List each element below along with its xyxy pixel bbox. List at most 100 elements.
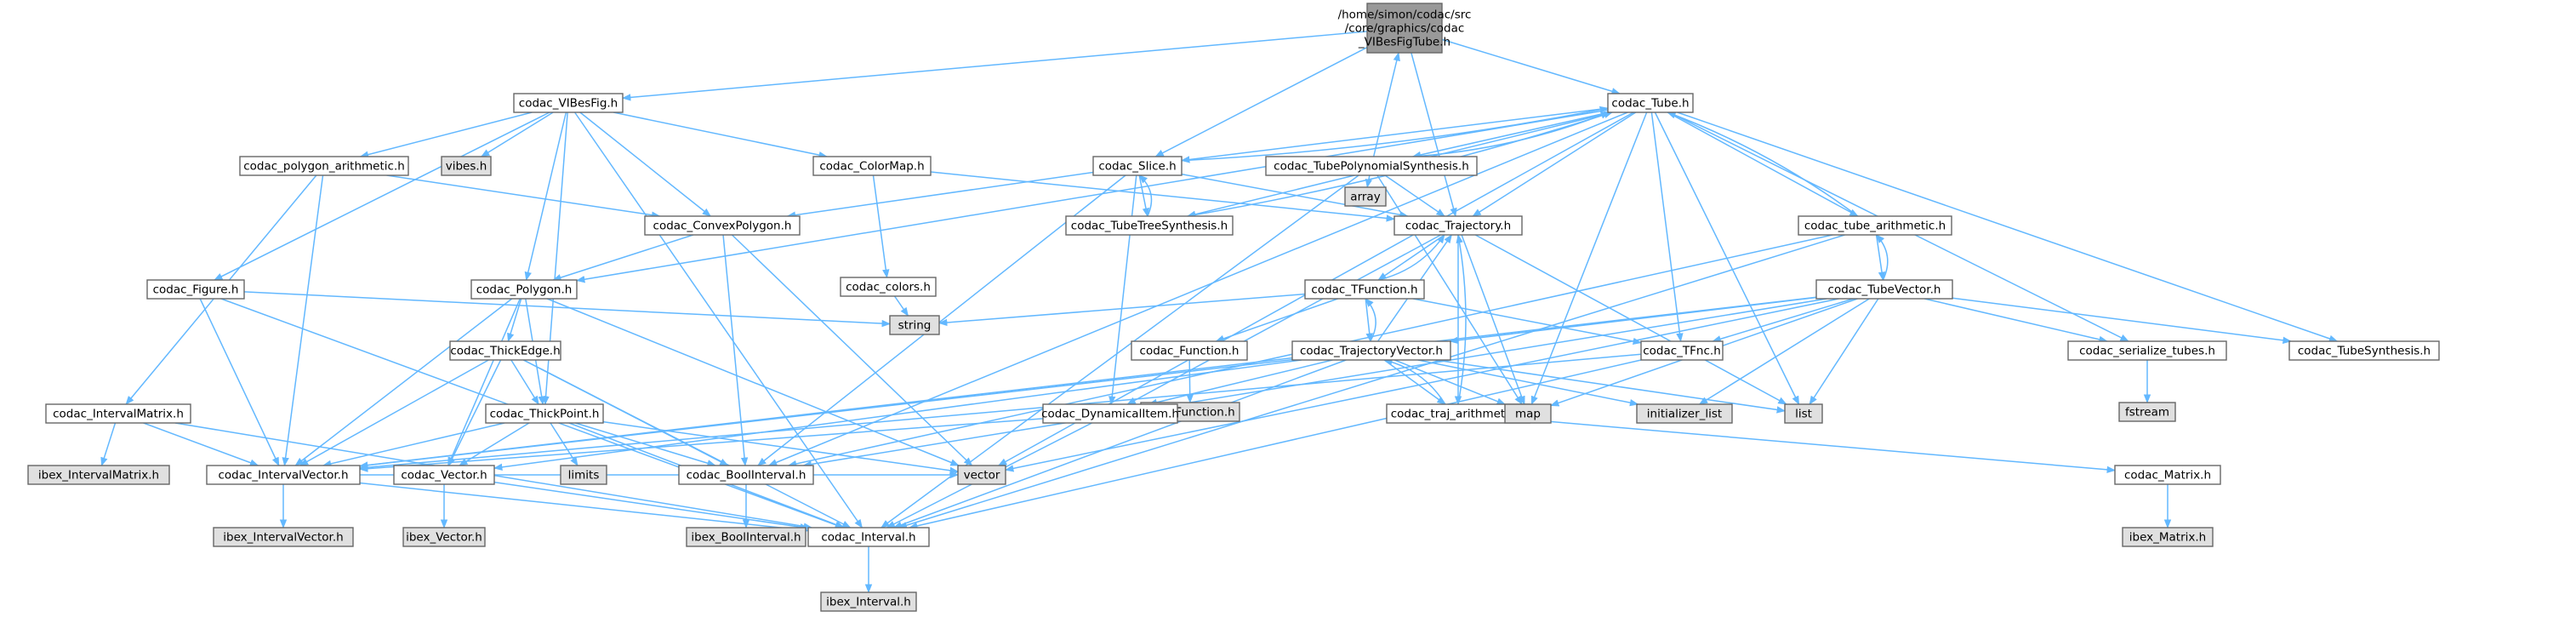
node-box xyxy=(213,527,354,547)
edge-vector_h-to-interval xyxy=(493,481,810,531)
node-box xyxy=(206,465,361,485)
node-serialize[interactable]: codac_serialize_tubes.h xyxy=(2067,340,2227,361)
node-label: vector xyxy=(964,469,1000,483)
node-intervalmatrix[interactable]: codac_IntervalMatrix.h xyxy=(45,403,191,424)
node-label: ibex_IntervalVector.h xyxy=(223,531,343,545)
edge-tube-to-boolinterval xyxy=(767,111,1628,466)
node-tube_arith[interactable]: codac_tube_arithmetic.h xyxy=(1798,215,1952,236)
node-figure[interactable]: codac_Figure.h xyxy=(146,279,245,300)
edge-tubepolysynth-to-trajectory xyxy=(1384,174,1445,217)
node-vibesfig[interactable]: codac_VIBesFig.h xyxy=(513,93,624,113)
node-label: codac_IntervalMatrix.h xyxy=(53,408,184,421)
node-initlist: initializer_list xyxy=(1636,403,1733,424)
node-colormap[interactable]: codac_ColorMap.h xyxy=(812,156,932,176)
edge-vibesfig-to-convexpolygon xyxy=(579,111,711,217)
edge-tfunction-to-tfnc xyxy=(1412,298,1643,346)
edge-tfunction-to-function xyxy=(1215,298,1338,342)
node-label: codac_Function.h xyxy=(1140,345,1240,358)
node-matrix[interactable]: codac_Matrix.h xyxy=(2114,465,2221,485)
node-tfnc[interactable]: codac_TFnc.h xyxy=(1640,340,1724,361)
node-box xyxy=(441,156,492,176)
edge-tfnc-to-intervalvector xyxy=(358,353,1642,471)
edge-polygon_arith-to-intervalvector xyxy=(282,174,324,467)
edge-convexpolygon-to-polygon xyxy=(552,234,694,282)
node-tfunction[interactable]: codac_TFunction.h xyxy=(1304,279,1425,300)
edge-traj_arith-to-trajectory xyxy=(1456,233,1467,405)
edge-figure-to-string xyxy=(243,291,892,328)
node-label: ibex_Matrix.h xyxy=(2129,531,2206,545)
node-tube[interactable]: codac_Tube.h xyxy=(1607,93,1694,113)
node-slice[interactable]: codac_Slice.h xyxy=(1092,156,1183,176)
node-ibex_matrix: ibex_Matrix.h xyxy=(2122,527,2214,547)
node-vector_h[interactable]: codac_Vector.h xyxy=(393,465,495,485)
edge-tubepolysynth-to-map xyxy=(1376,174,1523,405)
node-box xyxy=(239,156,409,176)
node-thickedge[interactable]: codac_ThickEdge.h xyxy=(449,340,561,361)
node-polygon[interactable]: codac_Polygon.h xyxy=(470,279,578,300)
node-label: codac_IntervalVector.h xyxy=(218,469,348,483)
node-convexpolygon[interactable]: codac_ConvexPolygon.h xyxy=(644,215,801,236)
node-thickpoint[interactable]: codac_ThickPoint.h xyxy=(485,403,604,424)
edge-tubevector-to-list xyxy=(1809,298,1879,405)
edge-root-to-vibesfig xyxy=(621,31,1368,101)
edge-tube-to-tubepolysynth xyxy=(1411,111,1610,159)
node-boolinterval[interactable]: codac_BoolInterval.h xyxy=(678,465,814,485)
edge-thickpoint-to-limits xyxy=(550,422,578,466)
node-box xyxy=(1636,403,1733,424)
edge-polygon-to-thickedge xyxy=(507,298,522,343)
edge-tube_arith-to-tube xyxy=(1667,111,1859,217)
edge-slice-to-dynamicalitem xyxy=(1108,174,1137,406)
node-label: ibex_IntervalMatrix.h xyxy=(38,469,159,483)
edge-tubevector-to-vector xyxy=(1004,298,1839,472)
edge-thickedge-to-vector_h xyxy=(447,359,502,466)
edge-vibesfig-to-colormap xyxy=(613,111,828,159)
node-box xyxy=(1131,340,1248,361)
edge-trajectory-to-tfunction xyxy=(1377,234,1445,281)
node-box xyxy=(2067,340,2227,361)
node-tubesynth[interactable]: codac_TubeSynthesis.h xyxy=(2288,340,2440,361)
node-trajvector[interactable]: codac_TrajectoryVector.h xyxy=(1291,340,1451,361)
edge-convexpolygon-to-vector xyxy=(731,234,973,466)
node-function[interactable]: codac_Function.h xyxy=(1131,340,1248,361)
node-vector: vector xyxy=(957,465,1006,485)
edge-tubevector-to-tube_arith xyxy=(1875,234,1889,281)
node-label: codac_polygon_arithmetic.h xyxy=(243,160,405,174)
node-box xyxy=(1291,340,1451,361)
edge-thickedge-to-thickpoint xyxy=(510,359,539,405)
node-label: vibes.h xyxy=(446,160,487,174)
node-box xyxy=(678,465,814,485)
node-label: string xyxy=(898,319,932,333)
edge-slice-to-convexpolygon xyxy=(786,171,1094,219)
edge-tubepolysynth-to-array xyxy=(1365,174,1373,189)
node-label: codac_Matrix.h xyxy=(2124,469,2211,483)
node-ibex_intervalmatrix: ibex_IntervalMatrix.h xyxy=(27,465,170,485)
node-polygon_arith[interactable]: codac_polygon_arithmetic.h xyxy=(239,156,409,176)
edge-trajvector-to-map xyxy=(1394,359,1506,405)
node-box xyxy=(1640,340,1724,361)
node-interval[interactable]: codac_Interval.h xyxy=(807,527,930,547)
node-label: codac_TubeTreeSynthesis.h xyxy=(1071,220,1228,233)
node-trajectory[interactable]: codac_Trajectory.h xyxy=(1393,215,1523,236)
edge-tubepolysynth-to-interval xyxy=(881,174,1359,528)
edge-tubepolysynth-to-root xyxy=(1372,51,1400,157)
node-tubepolysynth[interactable]: codac_TubePolynomialSynthesis.h xyxy=(1265,156,1478,176)
node-label: codac_traj_arithmetic.h xyxy=(1391,408,1526,421)
node-label: codac_Slice.h xyxy=(1098,160,1176,174)
node-tubetreesynth[interactable]: codac_TubeTreeSynthesis.h xyxy=(1065,215,1234,236)
node-tubevector[interactable]: codac_TubeVector.h xyxy=(1815,279,1953,300)
node-intervalvector[interactable]: codac_IntervalVector.h xyxy=(206,465,361,485)
edge-trajvector-to-vector_h xyxy=(493,359,1302,471)
edge-root-to-trajectory xyxy=(1411,52,1457,218)
node-label: fstream xyxy=(2125,406,2169,420)
node-dynamicalitem[interactable]: codac_DynamicalItem.h xyxy=(1041,403,1179,424)
edge-slice-to-trajectory xyxy=(1181,173,1409,219)
node-colors[interactable]: codac_colors.h xyxy=(840,277,937,297)
edge-trajvector-to-tfunction xyxy=(1365,298,1376,342)
node-root[interactable]: /home/simon/codac/src/core/graphics/coda… xyxy=(1338,3,1472,54)
edge-polygon-to-intervalvector xyxy=(294,298,513,466)
node-label: codac_Interval.h xyxy=(821,531,915,545)
node-array: array xyxy=(1344,186,1387,207)
edge-trajectory-to-map xyxy=(1461,234,1525,405)
node-box xyxy=(840,277,937,297)
